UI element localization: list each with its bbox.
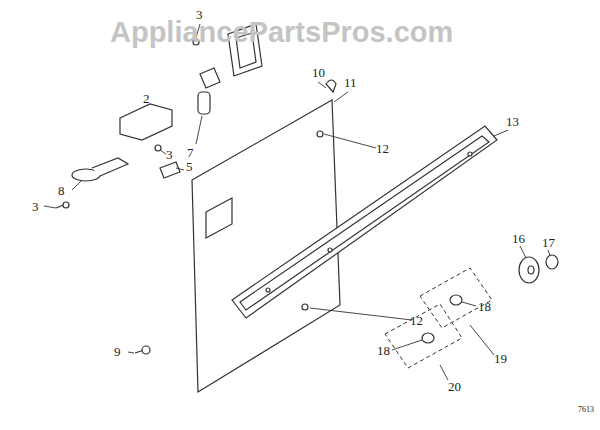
callout-number: 3 — [196, 8, 203, 21]
figure-number: 7613 — [578, 406, 594, 414]
callout-number: 7 — [187, 146, 194, 159]
callout-number: 3 — [166, 148, 173, 161]
callout-number: 17 — [542, 236, 555, 249]
callout-number: 19 — [494, 352, 507, 365]
callout-number: 18 — [478, 300, 491, 313]
callout-number: 2 — [143, 92, 150, 105]
watermark: AppliancePartsPros.com — [110, 18, 453, 47]
callout-number: 12 — [410, 314, 423, 327]
callout-number: 13 — [506, 115, 519, 128]
callout-number: 16 — [512, 232, 525, 245]
cylinder — [198, 92, 210, 114]
knob — [519, 257, 539, 283]
callout-number: 10 — [312, 66, 325, 79]
callout-number: 9 — [114, 345, 121, 358]
callout-number: 5 — [186, 160, 193, 173]
trim-strip — [232, 126, 497, 318]
bracket — [120, 104, 172, 140]
callout-number: 3 — [32, 200, 39, 213]
callout-number: 18 — [377, 344, 390, 357]
callout-number: 11 — [344, 76, 357, 89]
callout-number: 20 — [448, 380, 461, 393]
callout-number: 8 — [58, 184, 65, 197]
callout-number: 12 — [376, 142, 389, 155]
